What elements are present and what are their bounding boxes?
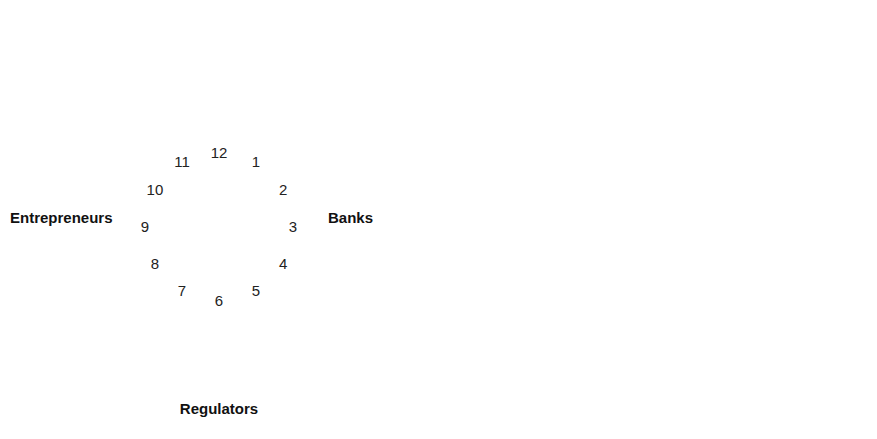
entrepreneur-figure <box>542 100 600 175</box>
sector-label: Banks <box>328 209 373 227</box>
clock-face <box>124 131 314 321</box>
clock-number: 2 <box>279 181 287 198</box>
entrepreneur-figure <box>562 73 565 76</box>
presenter-figure <box>620 182 696 264</box>
clock-face <box>179 226 219 249</box>
clock-face <box>173 180 265 272</box>
entrepreneur-figure <box>548 175 592 230</box>
entrepreneur-figure <box>590 112 628 138</box>
banker-figure <box>793 71 796 74</box>
entrepreneur-icon <box>98 110 118 130</box>
clock-face <box>124 131 314 321</box>
clock-number: 11 <box>174 153 190 170</box>
regulator-figure <box>624 302 638 314</box>
regulator-icon <box>188 327 218 397</box>
clock-number: 9 <box>141 218 149 235</box>
entrepreneur-figure <box>518 130 544 172</box>
regulator-figure <box>656 284 684 310</box>
regulator-icon <box>188 327 218 397</box>
banker-figure <box>776 185 828 234</box>
clock-number: 10 <box>147 181 164 198</box>
regulator-figure <box>654 314 686 346</box>
sector-fill <box>33 220 405 435</box>
presenter-figure <box>664 226 694 256</box>
regulator-figure <box>632 312 660 326</box>
clock-face <box>206 266 216 278</box>
clock-number: 4 <box>279 255 287 272</box>
presenter-figure <box>646 206 664 222</box>
banker-figure <box>752 80 776 112</box>
banker-figure <box>726 34 770 94</box>
cycle-arrows <box>571 131 745 305</box>
regulator-figure <box>675 325 678 328</box>
regulator-figure <box>624 284 698 434</box>
regulator-figure <box>648 308 692 314</box>
sector-fill <box>219 5 434 328</box>
regulator-figure <box>652 350 690 412</box>
presenter-figure <box>632 216 648 244</box>
right-circle <box>472 220 844 435</box>
entrepreneur-figure <box>550 58 590 98</box>
right-circle <box>443 5 658 328</box>
clock-number: 6 <box>215 292 223 309</box>
banker-figure <box>726 30 862 234</box>
banker-figure <box>790 86 814 91</box>
regulator-figure <box>664 338 676 340</box>
entrepreneur-figure <box>624 124 636 136</box>
presenter-figure <box>668 192 692 212</box>
clock-face <box>219 226 259 249</box>
presenter-figure <box>620 206 632 222</box>
entrepreneur-figure <box>566 100 574 130</box>
cycle-arrows <box>680 117 702 145</box>
sector-fill <box>4 5 219 328</box>
presenter-figure <box>634 244 646 264</box>
clock-number: 5 <box>252 282 260 299</box>
entrepreneur-figure <box>535 110 550 150</box>
banker-figure <box>834 116 862 138</box>
right-circle <box>443 5 873 435</box>
entrepreneur-icon <box>48 129 78 199</box>
regulator-figure <box>650 420 692 434</box>
clock-number: 1 <box>252 153 260 170</box>
entrepreneur-figure <box>544 229 598 232</box>
clock-number: 8 <box>151 255 159 272</box>
presenter-figure <box>633 201 647 215</box>
banker-figure <box>780 56 824 100</box>
cycle-arrows <box>571 117 745 318</box>
entrepreneur-figure <box>576 73 579 76</box>
banker-figure <box>798 102 806 134</box>
banker-figure <box>766 102 839 185</box>
sector-label: Regulators <box>180 400 258 418</box>
clock-face <box>222 174 232 186</box>
clock-number: 3 <box>289 218 297 235</box>
banker-figure <box>772 233 832 236</box>
clock-number: 7 <box>178 282 186 299</box>
bank-icon <box>362 110 382 130</box>
right-circle <box>658 5 873 328</box>
entrepreneur-figure <box>518 58 636 230</box>
bank-icon <box>310 129 340 199</box>
clock-face <box>217 180 222 226</box>
banker-figure <box>744 70 756 82</box>
banker-figure <box>742 29 756 32</box>
entrepreneur-icon <box>48 110 118 198</box>
sector-label: Entrepreneurs <box>10 209 113 227</box>
clock-number: 12 <box>211 144 228 161</box>
banker-figure <box>809 71 812 74</box>
bank-icon <box>310 110 382 198</box>
presenter-figure <box>662 182 696 226</box>
cycle-arrows <box>624 292 645 318</box>
entrepreneur-figure <box>560 84 580 88</box>
regulator-figure <box>642 346 698 420</box>
